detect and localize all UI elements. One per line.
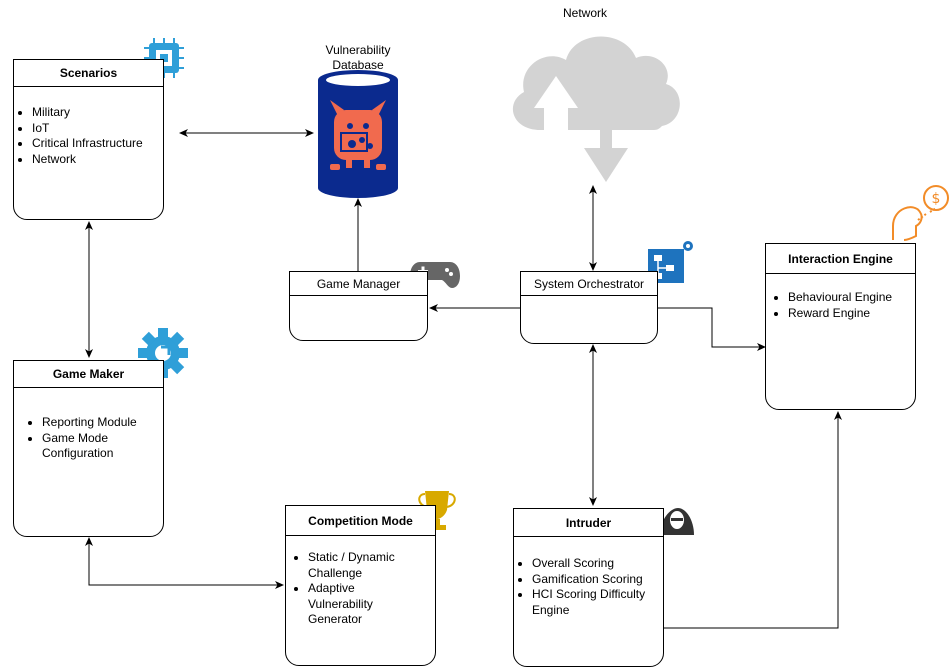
list-item: IoT bbox=[32, 121, 163, 137]
cloud-updown-icon bbox=[512, 36, 680, 182]
list-item: Military bbox=[32, 105, 163, 121]
intruder-title: Intruder bbox=[514, 509, 663, 537]
competition-mode-title: Competition Mode bbox=[286, 506, 435, 536]
list-item: Game Mode Configuration bbox=[42, 431, 152, 462]
system-orchestrator-box[interactable]: System Orchestrator bbox=[520, 271, 658, 344]
vulndb-label-line2: Database bbox=[332, 58, 384, 72]
list-item: Static / Dynamic Challenge bbox=[308, 550, 413, 581]
intruder-list: Overall Scoring Gamification Scoring HCI… bbox=[514, 556, 660, 618]
intruder-box[interactable]: Intruder Overall Scoring Gamification Sc… bbox=[513, 508, 664, 667]
database-monster-icon bbox=[318, 70, 398, 198]
scenarios-title: Scenarios bbox=[14, 60, 163, 87]
list-item: Adaptive Vulnerability Generator bbox=[308, 581, 413, 628]
competition-mode-list: Static / Dynamic Challenge Adaptive Vuln… bbox=[286, 550, 413, 628]
connector-gamemaker-competition bbox=[85, 537, 284, 589]
network-label: Network bbox=[562, 6, 607, 20]
game-maker-title: Game Maker bbox=[14, 361, 163, 388]
interaction-engine-title: Interaction Engine bbox=[766, 244, 915, 274]
game-maker-box[interactable]: Game Maker Reporting Module Game Mode Co… bbox=[13, 360, 164, 537]
interaction-engine-box[interactable]: Interaction Engine Behavioural Engine Re… bbox=[765, 243, 916, 410]
list-item: Overall Scoring bbox=[532, 556, 660, 572]
system-orchestrator-title: System Orchestrator bbox=[521, 272, 657, 296]
scenarios-list: Military IoT Critical Infrastructure Net… bbox=[14, 105, 163, 167]
connectors bbox=[85, 129, 842, 629]
hacker-icon bbox=[660, 508, 694, 535]
list-item: Network bbox=[32, 152, 163, 168]
game-maker-list: Reporting Module Game Mode Configuration bbox=[14, 415, 152, 462]
connector-intruder-interaction bbox=[664, 411, 842, 629]
list-item: Critical Infrastructure bbox=[32, 136, 163, 152]
game-manager-title: Game Manager bbox=[290, 272, 427, 296]
scenarios-box[interactable]: Scenarios Military IoT Critical Infrastr… bbox=[13, 59, 164, 220]
head-bitcoin-icon: $ bbox=[892, 185, 949, 241]
list-item: Behavioural Engine bbox=[788, 290, 915, 306]
competition-mode-box[interactable]: Competition Mode Static / Dynamic Challe… bbox=[285, 505, 436, 666]
list-item: Reward Engine bbox=[788, 306, 915, 322]
list-item: HCI Scoring Difficulty Engine bbox=[532, 587, 660, 618]
list-item: Reporting Module bbox=[42, 415, 152, 431]
list-item: Gamification Scoring bbox=[532, 572, 660, 588]
vulndb-label: Vulnerability Database bbox=[308, 43, 408, 73]
connector-orchestrator-interaction bbox=[658, 307, 766, 351]
vulndb-label-line1: Vulnerability bbox=[325, 43, 391, 57]
interaction-engine-list: Behavioural Engine Reward Engine bbox=[766, 290, 915, 321]
game-manager-box[interactable]: Game Manager bbox=[289, 271, 428, 341]
svg-text:$: $ bbox=[932, 191, 941, 207]
